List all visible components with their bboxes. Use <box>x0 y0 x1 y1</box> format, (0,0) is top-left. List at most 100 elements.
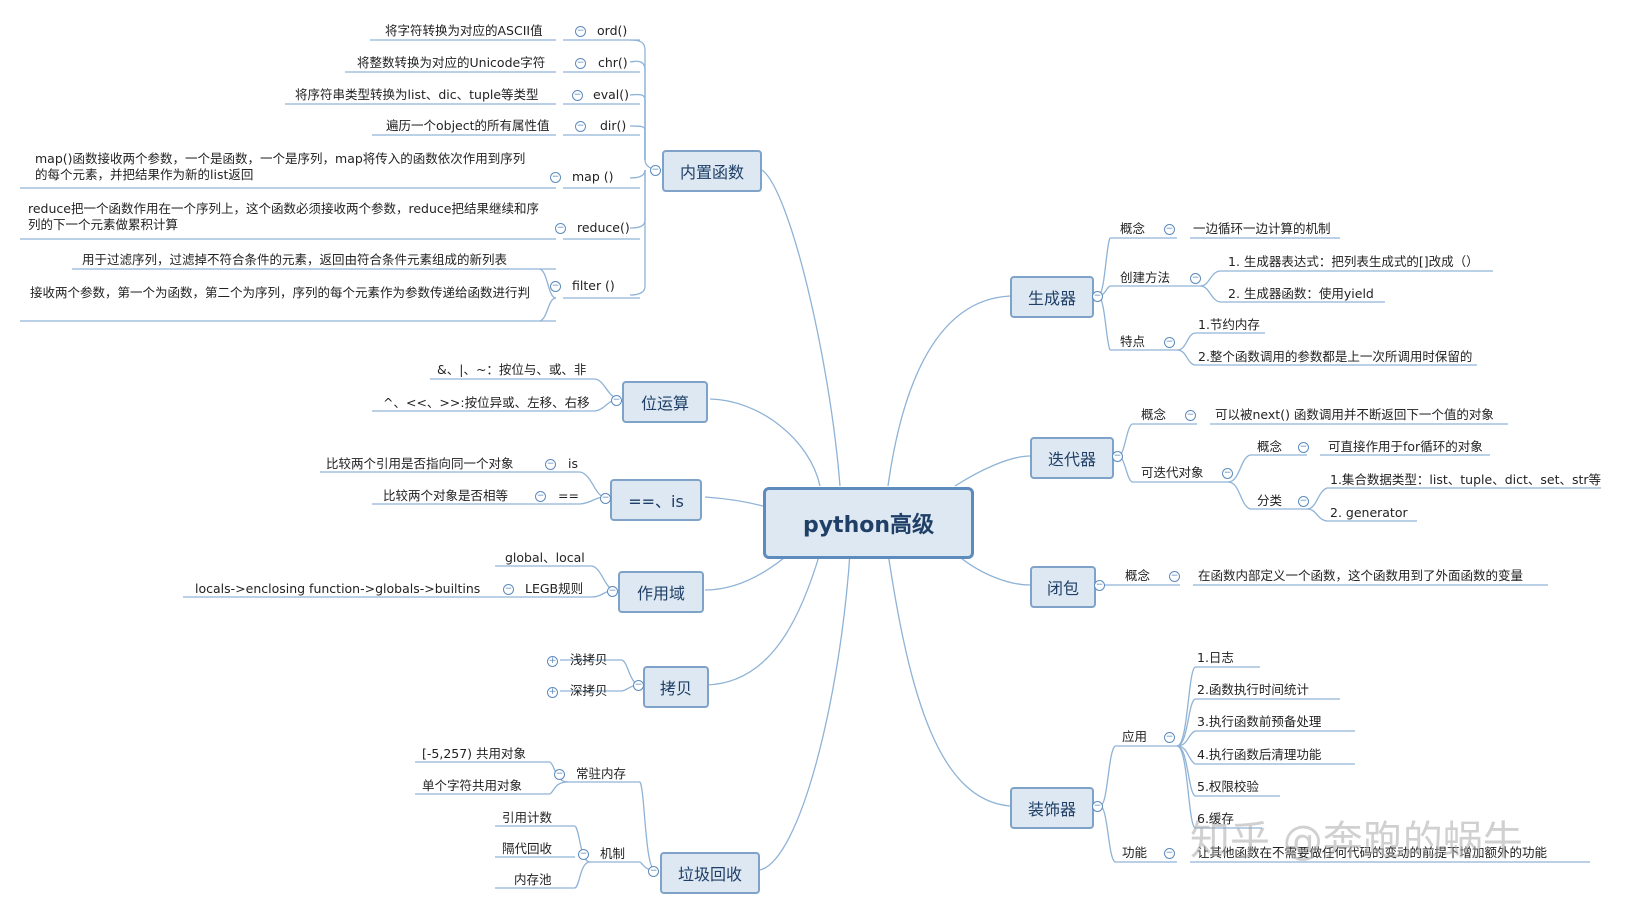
builtin-desc: 将整数转换为对应的Unicode字符 <box>357 55 546 70</box>
collapse-toggle-icon[interactable] <box>503 584 514 595</box>
collapse-toggle-icon[interactable] <box>1298 442 1309 453</box>
branch-closure[interactable]: 闭包 <box>1030 566 1096 608</box>
collapse-toggle-icon[interactable] <box>575 58 586 69</box>
generator-concept-label: 概念 <box>1120 221 1146 236</box>
generator-feature-item: 1.节约内存 <box>1198 317 1260 332</box>
collapse-toggle-icon[interactable] <box>1169 571 1180 582</box>
expand-toggle-icon[interactable] <box>547 687 558 698</box>
collapse-toggle-icon[interactable] <box>607 586 618 597</box>
builtin-desc: reduce把一个函数作用在一个序列上，这个函数必须接收两个参数，reduce把… <box>28 201 539 232</box>
collapse-toggle-icon[interactable] <box>1164 224 1175 235</box>
decorator-usage-item: 2.函数执行时间统计 <box>1197 682 1309 697</box>
collapse-toggle-icon[interactable] <box>611 395 622 406</box>
decorator-usage-item: 5.权限校验 <box>1197 779 1259 794</box>
gc-item: [-5,257) 共用对象 <box>422 746 527 761</box>
generator-create-item: 1. 生成器表达式：把列表生成式的[]改成（） <box>1228 254 1479 269</box>
collapse-toggle-icon[interactable] <box>1185 410 1196 421</box>
iterable-label: 可迭代对象 <box>1141 465 1204 480</box>
collapse-toggle-icon[interactable] <box>648 866 659 877</box>
closure-concept-desc: 在函数内部定义一个函数，这个函数用到了外面函数的变量 <box>1198 568 1524 583</box>
gc-group: 常驻内存 <box>576 766 627 781</box>
eqis-desc: 比较两个引用是否指向同一个对象 <box>326 456 514 471</box>
branch-scope[interactable]: 作用域 <box>618 571 704 613</box>
expand-toggle-icon[interactable] <box>547 656 558 667</box>
collapse-toggle-icon[interactable] <box>555 223 566 234</box>
branch-iterator[interactable]: 迭代器 <box>1030 437 1114 479</box>
builtin-desc: 将序符串类型转换为list、dic、tuple等类型 <box>295 87 539 102</box>
iterable-category-item: 2. generator <box>1330 505 1408 520</box>
builtin-name: filter () <box>572 278 615 293</box>
collapse-toggle-icon[interactable] <box>1298 496 1309 507</box>
builtin-desc: 接收两个参数，第一个为函数，第二个为序列，序列的每个元素作为参数传递给函数进行判 <box>30 285 531 300</box>
collapse-toggle-icon[interactable] <box>633 680 644 691</box>
branch-bitops[interactable]: 位运算 <box>622 381 708 423</box>
collapse-toggle-icon[interactable] <box>550 172 561 183</box>
decorator-usage-item: 4.执行函数后清理功能 <box>1197 747 1322 762</box>
builtin-name: chr() <box>598 55 628 70</box>
central-topic[interactable]: python高级 <box>763 487 974 559</box>
generator-concept-desc: 一边循环一边计算的机制 <box>1193 221 1331 236</box>
decorator-function-desc: 让其他函数在不需要做任何代码的变动的前提下增加额外的功能 <box>1197 845 1548 860</box>
gc-item: 引用计数 <box>502 810 553 825</box>
branch-eq-is[interactable]: ==、is <box>610 479 702 521</box>
branch-builtins[interactable]: 内置函数 <box>662 150 762 192</box>
closure-concept-label: 概念 <box>1125 568 1151 583</box>
decorator-usage-item: 1.日志 <box>1197 650 1234 665</box>
branch-decorator[interactable]: 装饰器 <box>1010 787 1094 829</box>
builtin-desc: 用于过滤序列，过滤掉不符合条件的元素，返回由符合条件元素组成的新列表 <box>82 252 508 267</box>
generator-create-item: 2. 生成器函数：使用yield <box>1228 286 1374 301</box>
collapse-toggle-icon[interactable] <box>1094 580 1105 591</box>
collapse-toggle-icon[interactable] <box>535 491 546 502</box>
iterator-concept-desc: 可以被next() 函数调用并不断返回下一个值的对象 <box>1215 407 1494 422</box>
copy-item: 深拷贝 <box>570 683 608 698</box>
gc-item: 内存池 <box>514 872 552 887</box>
iterator-concept-label: 概念 <box>1141 407 1167 422</box>
builtin-name: eval() <box>593 87 629 102</box>
collapse-toggle-icon[interactable] <box>575 121 586 132</box>
collapse-toggle-icon[interactable] <box>650 165 661 176</box>
builtin-name: map () <box>572 169 614 184</box>
generator-create-label: 创建方法 <box>1120 270 1171 285</box>
collapse-toggle-icon[interactable] <box>1164 732 1175 743</box>
collapse-toggle-icon[interactable] <box>1164 848 1175 859</box>
collapse-toggle-icon[interactable] <box>545 459 556 470</box>
bitops-item: &、|、~：按位与、或、非 <box>437 362 587 377</box>
gc-group: 机制 <box>600 846 626 861</box>
iterable-category-item: 1.集合数据类型：list、tuple、dict、set、str等 <box>1330 472 1602 487</box>
watermark: 知乎 @奔跑的蜗牛 <box>1190 818 1523 864</box>
builtin-desc: 遍历一个object的所有属性值 <box>386 118 550 133</box>
collapse-toggle-icon[interactable] <box>572 90 583 101</box>
copy-item: 浅拷贝 <box>570 652 608 667</box>
collapse-toggle-icon[interactable] <box>1190 273 1201 284</box>
scope-item: global、local <box>505 550 585 565</box>
collapse-toggle-icon[interactable] <box>1164 337 1175 348</box>
collapse-toggle-icon[interactable] <box>1222 468 1233 479</box>
iterable-concept-desc: 可直接作用于for循环的对象 <box>1328 439 1483 454</box>
generator-feature-item: 2.整个函数调用的参数都是上一次所调用时保留的 <box>1198 349 1473 364</box>
gc-item: 隔代回收 <box>502 841 553 856</box>
decorator-usage-item: 3.执行函数前预备处理 <box>1197 714 1322 729</box>
collapse-toggle-icon[interactable] <box>578 849 589 860</box>
branch-copy[interactable]: 拷贝 <box>643 666 709 708</box>
collapse-toggle-icon[interactable] <box>575 26 586 37</box>
scope-desc: locals->enclosing function->globals->bui… <box>195 581 481 596</box>
collapse-toggle-icon[interactable] <box>1092 801 1103 812</box>
iterable-category-label: 分类 <box>1257 493 1283 508</box>
eqis-desc: 比较两个对象是否相等 <box>383 488 509 503</box>
eqis-name: is <box>568 456 578 471</box>
generator-feature-label: 特点 <box>1120 334 1146 349</box>
scope-item: LEGB规则 <box>525 581 584 596</box>
builtin-name: dir() <box>600 118 627 133</box>
collapse-toggle-icon[interactable] <box>600 493 611 504</box>
bitops-item: ^、<<、>>:按位异或、左移、右移 <box>383 395 590 410</box>
branch-garbage-collection[interactable]: 垃圾回收 <box>660 852 760 894</box>
collapse-toggle-icon[interactable] <box>550 281 561 292</box>
collapse-toggle-icon[interactable] <box>554 769 565 780</box>
eqis-name: == <box>558 488 579 503</box>
collapse-toggle-icon[interactable] <box>1092 291 1103 302</box>
builtin-desc: 将字符转换为对应的ASCII值 <box>385 23 543 38</box>
collapse-toggle-icon[interactable] <box>1112 451 1123 462</box>
branch-generator[interactable]: 生成器 <box>1010 276 1094 318</box>
